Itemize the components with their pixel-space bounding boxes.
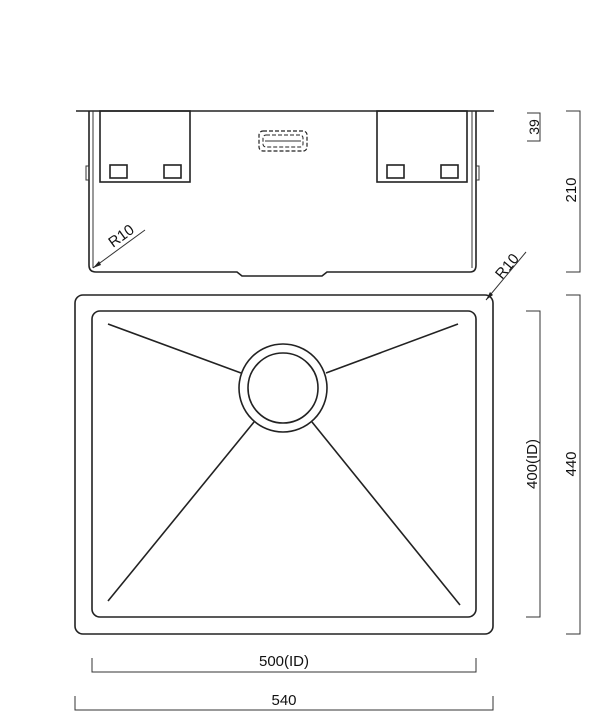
- radius-top-label: R10: [492, 251, 523, 283]
- drain-outer: [238, 343, 328, 433]
- inner-depth-label: 400(ID): [524, 439, 541, 489]
- outer-depth-label: 440: [563, 451, 580, 476]
- lip-height-label: 39: [526, 119, 542, 135]
- depth-label: 210: [563, 177, 580, 202]
- top-view: R10 400(ID) 440 500(ID) 540: [74, 251, 581, 711]
- bowl-side-outline: [88, 111, 477, 277]
- inner-width-label: 500(ID): [259, 653, 309, 670]
- side-view: R10 39 210: [76, 110, 581, 277]
- mounting-bracket-left: [99, 110, 191, 183]
- drain-inner: [247, 352, 319, 424]
- outer-width-label: 540: [271, 692, 296, 709]
- mounting-bracket-right: [376, 110, 468, 183]
- brand-logo: [258, 130, 308, 152]
- outer-rim: [74, 294, 494, 635]
- radius-side-label: R10: [105, 221, 137, 251]
- bowl-inner: [91, 310, 477, 618]
